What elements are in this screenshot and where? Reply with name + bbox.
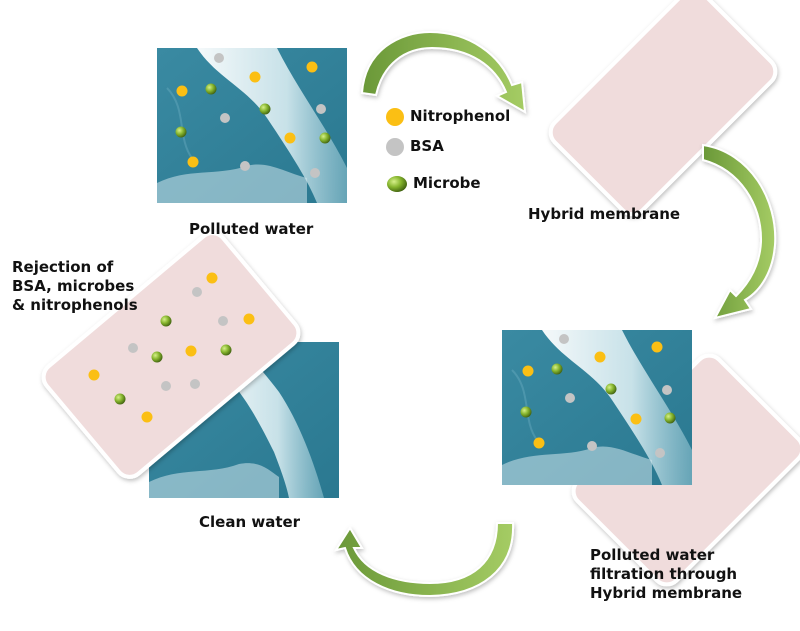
- bsa-dot: [662, 385, 672, 395]
- nitrophenol-dot: [249, 71, 261, 83]
- nitrophenol-dot: [185, 345, 197, 357]
- rejection-label: Rejection of BSA, microbes & nitrophenol…: [12, 258, 138, 315]
- microbe-sphere: [551, 363, 563, 375]
- nitrophenol-dot: [533, 437, 545, 449]
- arrow-to-membrane: [360, 30, 527, 114]
- legend-microbe-label: Microbe: [413, 174, 481, 192]
- arrow-to-filtration: [702, 143, 777, 320]
- microbe-sphere: [160, 315, 172, 327]
- bsa-dot: [161, 381, 171, 391]
- nitrophenol-dot: [630, 413, 642, 425]
- bsa-dot: [559, 334, 569, 344]
- microbe-sphere: [319, 132, 331, 144]
- bsa-legend-icon: [386, 138, 404, 156]
- bsa-dot: [565, 393, 575, 403]
- nitrophenol-dot: [176, 85, 188, 97]
- microbe-sphere: [605, 383, 617, 395]
- rejection-line-3: & nitrophenols: [12, 296, 138, 314]
- bsa-dot: [128, 343, 138, 353]
- microbe-sphere: [114, 393, 126, 405]
- bsa-dot: [240, 161, 250, 171]
- microbe-legend-icon: [387, 176, 407, 192]
- nitrophenol-dot: [88, 369, 100, 381]
- arrow-to-clean-water: [333, 522, 515, 598]
- filtration-line-1: Polluted water: [590, 546, 715, 564]
- legend-markers: [386, 108, 407, 192]
- rejection-membrane-shape: [41, 231, 301, 479]
- nitrophenol-dot: [651, 341, 663, 353]
- microbe-sphere: [520, 406, 532, 418]
- legend-nitrophenol-label: Nitrophenol: [410, 107, 511, 125]
- bsa-dot: [316, 104, 326, 114]
- bsa-dot: [190, 379, 200, 389]
- polluted-water-particles: [175, 53, 331, 178]
- microbe-sphere: [259, 103, 271, 115]
- microbe-sphere: [205, 83, 217, 95]
- hybrid-membrane-label: Hybrid membrane: [528, 205, 681, 223]
- nitrophenol-dot: [243, 313, 255, 325]
- bsa-dot: [587, 441, 597, 451]
- bsa-dot: [220, 113, 230, 123]
- nitrophenol-dot: [284, 132, 296, 144]
- bsa-dot: [655, 448, 665, 458]
- nitrophenol-dot: [206, 272, 218, 284]
- legend-bsa-label: BSA: [410, 137, 444, 155]
- bsa-dot: [214, 53, 224, 63]
- polluted-water-label: Polluted water: [189, 220, 314, 238]
- filtration-label: Polluted water filtration through Hybrid…: [590, 546, 742, 603]
- nitrophenol-dot: [594, 351, 606, 363]
- bsa-dot: [218, 316, 228, 326]
- bsa-dot: [310, 168, 320, 178]
- bsa-dot: [192, 287, 202, 297]
- nitrophenol-dot: [141, 411, 153, 423]
- microbe-sphere: [220, 344, 232, 356]
- filtration-line-2: filtration through: [590, 565, 738, 583]
- microbe-sphere: [664, 412, 676, 424]
- filtration-particles: [520, 334, 676, 458]
- polluted-water-image: [156, 47, 348, 204]
- microbe-sphere: [175, 126, 187, 138]
- nitrophenol-dot: [306, 61, 318, 73]
- nitrophenol-dot: [187, 156, 199, 168]
- nitrophenol-legend-icon: [386, 108, 404, 126]
- clean-water-label: Clean water: [199, 513, 301, 531]
- rejected-particles: [88, 272, 255, 423]
- rejection-line-2: BSA, microbes: [12, 277, 135, 295]
- nitrophenol-dot: [522, 365, 534, 377]
- microbe-sphere: [151, 351, 163, 363]
- rejection-line-1: Rejection of: [12, 258, 114, 276]
- filtration-line-3: Hybrid membrane: [590, 584, 743, 602]
